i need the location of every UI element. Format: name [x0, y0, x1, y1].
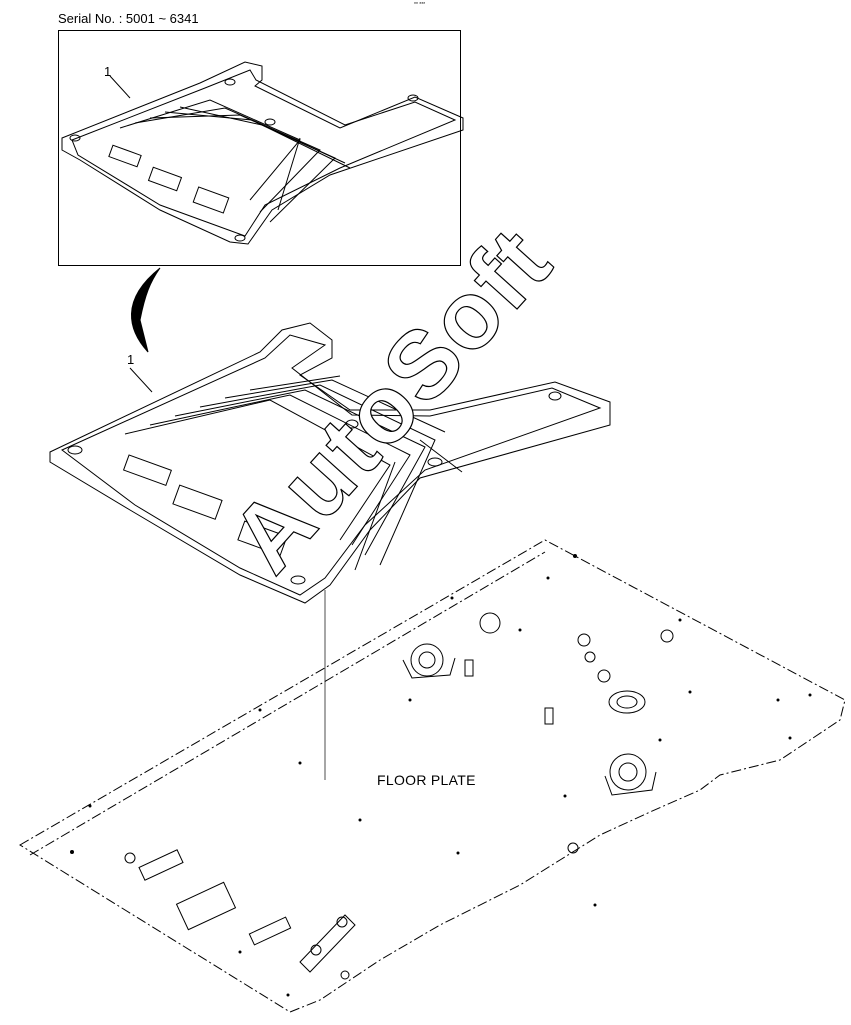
connector-arrow: [131, 267, 161, 353]
inset-floor-mat: [61, 61, 464, 245]
serial-inset-frame: [58, 30, 461, 266]
floor-plate: [19, 539, 846, 1013]
main-floor-mat: [49, 322, 611, 780]
plate-holes: [70, 554, 812, 997]
serial-number-label: Serial No. : 5001 ~ 6341: [58, 11, 199, 26]
main-part-callout: 1: [127, 352, 135, 367]
page-mark: ** ***: [414, 2, 426, 8]
floor-plate-label: FLOOR PLATE: [377, 772, 476, 788]
inset-part-callout: 1: [104, 64, 112, 79]
